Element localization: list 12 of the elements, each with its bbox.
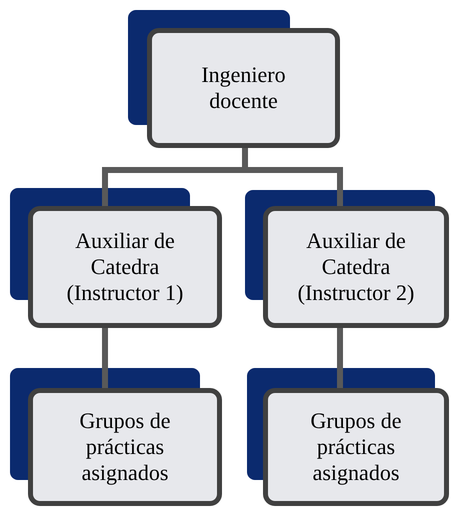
org-box — [28, 206, 222, 328]
connector-line — [102, 328, 108, 388]
connector-line — [337, 328, 343, 388]
box-label: Grupos de prácticas asignados — [78, 408, 172, 486]
box-label: Auxiliar de Catedra (Instructor 2) — [296, 228, 416, 306]
box-label: Grupos de prácticas asignados — [309, 408, 403, 486]
org-box — [28, 388, 222, 506]
org-box — [263, 388, 449, 506]
org-box — [147, 28, 340, 148]
box-label: Ingeniero docente — [200, 62, 287, 114]
box-label: Auxiliar de Catedra (Instructor 1) — [66, 228, 184, 306]
org-box — [263, 206, 449, 328]
